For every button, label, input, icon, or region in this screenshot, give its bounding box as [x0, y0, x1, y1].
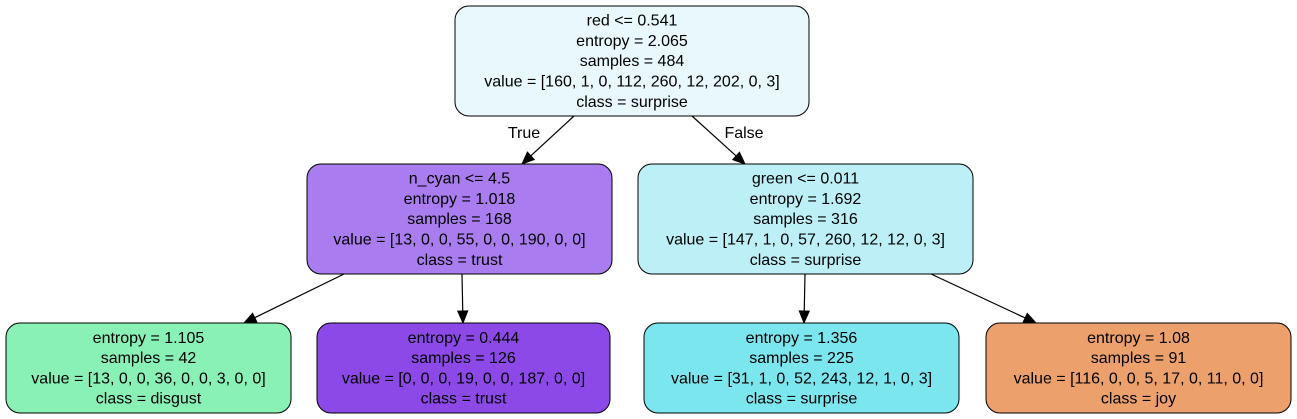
tree-node-n4: entropy = 0.444 samples = 126 value = [0, … [316, 322, 611, 414]
edge-n0-n1: True [508, 115, 575, 165]
node-text-line: value = [116, 0, 0, 5, 17, 0, 11, 0, 0] [1014, 370, 1264, 387]
edge-n2-n5 [798, 273, 811, 325]
node-text-line: class = disgust [96, 391, 202, 408]
node-text-line: class = trust [417, 252, 503, 269]
nodes-layer: red <= 0.541 entropy = 2.065 samples = 484… [5, 5, 1292, 414]
tree-node-n5: entropy = 1.356 samples = 225 value = [31,… [643, 322, 960, 414]
node-text-line: samples = 484 [580, 53, 685, 70]
node-box [637, 163, 974, 275]
node-text-line: samples = 91 [1091, 350, 1187, 367]
node-box [5, 322, 292, 414]
tree-node-n0: red <= 0.541 entropy = 2.065 samples = 484… [454, 5, 810, 117]
node-text-line: n_cyan <= 4.5 [409, 171, 511, 188]
node-text-line: value = [160, 1, 0, 112, 260, 12, 202, 0… [484, 74, 779, 91]
tree-node-n6: entropy = 1.08 samples = 91 value = [116, … [985, 322, 1292, 414]
edge-n2-n6 [930, 273, 1038, 324]
arrowhead-icon [242, 312, 258, 324]
arrowhead-icon [798, 310, 811, 325]
arrowhead-icon [456, 310, 469, 325]
node-text-line: value = [13, 0, 0, 36, 0, 0, 3, 0, 0] [31, 370, 265, 387]
node-box [643, 322, 960, 414]
node-text-line: value = [147, 1, 0, 57, 260, 12, 12, 0, … [666, 232, 945, 249]
node-text-line: class = surprise [576, 94, 688, 111]
node-text-line: red <= 0.541 [587, 13, 678, 30]
edge-line [530, 115, 575, 157]
node-text-line: value = [0, 0, 0, 19, 0, 0, 187, 0, 0] [342, 370, 585, 387]
node-text-line: entropy = 0.444 [408, 330, 520, 347]
node-text-line: samples = 126 [411, 350, 516, 367]
edge-n0-n2: False [691, 115, 764, 165]
node-text-line: class = joy [1101, 391, 1176, 408]
node-text-line: entropy = 1.08 [1087, 330, 1190, 347]
node-box [985, 322, 1292, 414]
arrowhead-icon [1022, 312, 1038, 324]
arrowhead-icon [521, 151, 536, 165]
node-text-line: samples = 225 [749, 350, 854, 367]
node-text-line: entropy = 1.692 [750, 191, 862, 208]
edge-line [803, 273, 806, 312]
edge-line [461, 273, 464, 312]
node-text-line: class = surprise [750, 252, 862, 269]
node-text-line: entropy = 2.065 [576, 33, 688, 50]
node-text-line: entropy = 1.018 [404, 191, 516, 208]
node-text-line: class = surprise [746, 391, 858, 408]
tree-node-n2: green <= 0.011 entropy = 1.692 samples = 3… [637, 163, 974, 275]
node-box [306, 163, 613, 275]
edge-label: False [724, 125, 763, 142]
edge-line [254, 273, 345, 319]
edge-line [691, 115, 737, 157]
edge-label: True [508, 125, 540, 142]
node-text-line: value = [13, 0, 0, 55, 0, 0, 190, 0, 0] [333, 232, 585, 249]
node-box [316, 322, 611, 414]
edge-n1-n3 [242, 273, 345, 324]
tree-node-n3: entropy = 1.105 samples = 42 value = [13, … [5, 322, 292, 414]
node-text-line: entropy = 1.356 [746, 330, 858, 347]
node-text-line: value = [31, 1, 0, 52, 243, 12, 1, 0, 3] [671, 370, 932, 387]
edge-n1-n4 [456, 273, 469, 325]
node-text-line: samples = 42 [101, 350, 197, 367]
node-text-line: class = trust [421, 391, 507, 408]
edges-layer: True False [242, 115, 1038, 325]
arrowhead-icon [731, 151, 746, 165]
node-box [454, 5, 810, 117]
tree-node-n1: n_cyan <= 4.5 entropy = 1.018 samples = 16… [306, 163, 613, 275]
node-text-line: samples = 168 [407, 211, 512, 228]
node-text-line: green <= 0.011 [752, 171, 859, 188]
node-text-line: entropy = 1.105 [93, 330, 205, 347]
edge-line [930, 273, 1026, 319]
node-text-line: samples = 316 [753, 211, 858, 228]
